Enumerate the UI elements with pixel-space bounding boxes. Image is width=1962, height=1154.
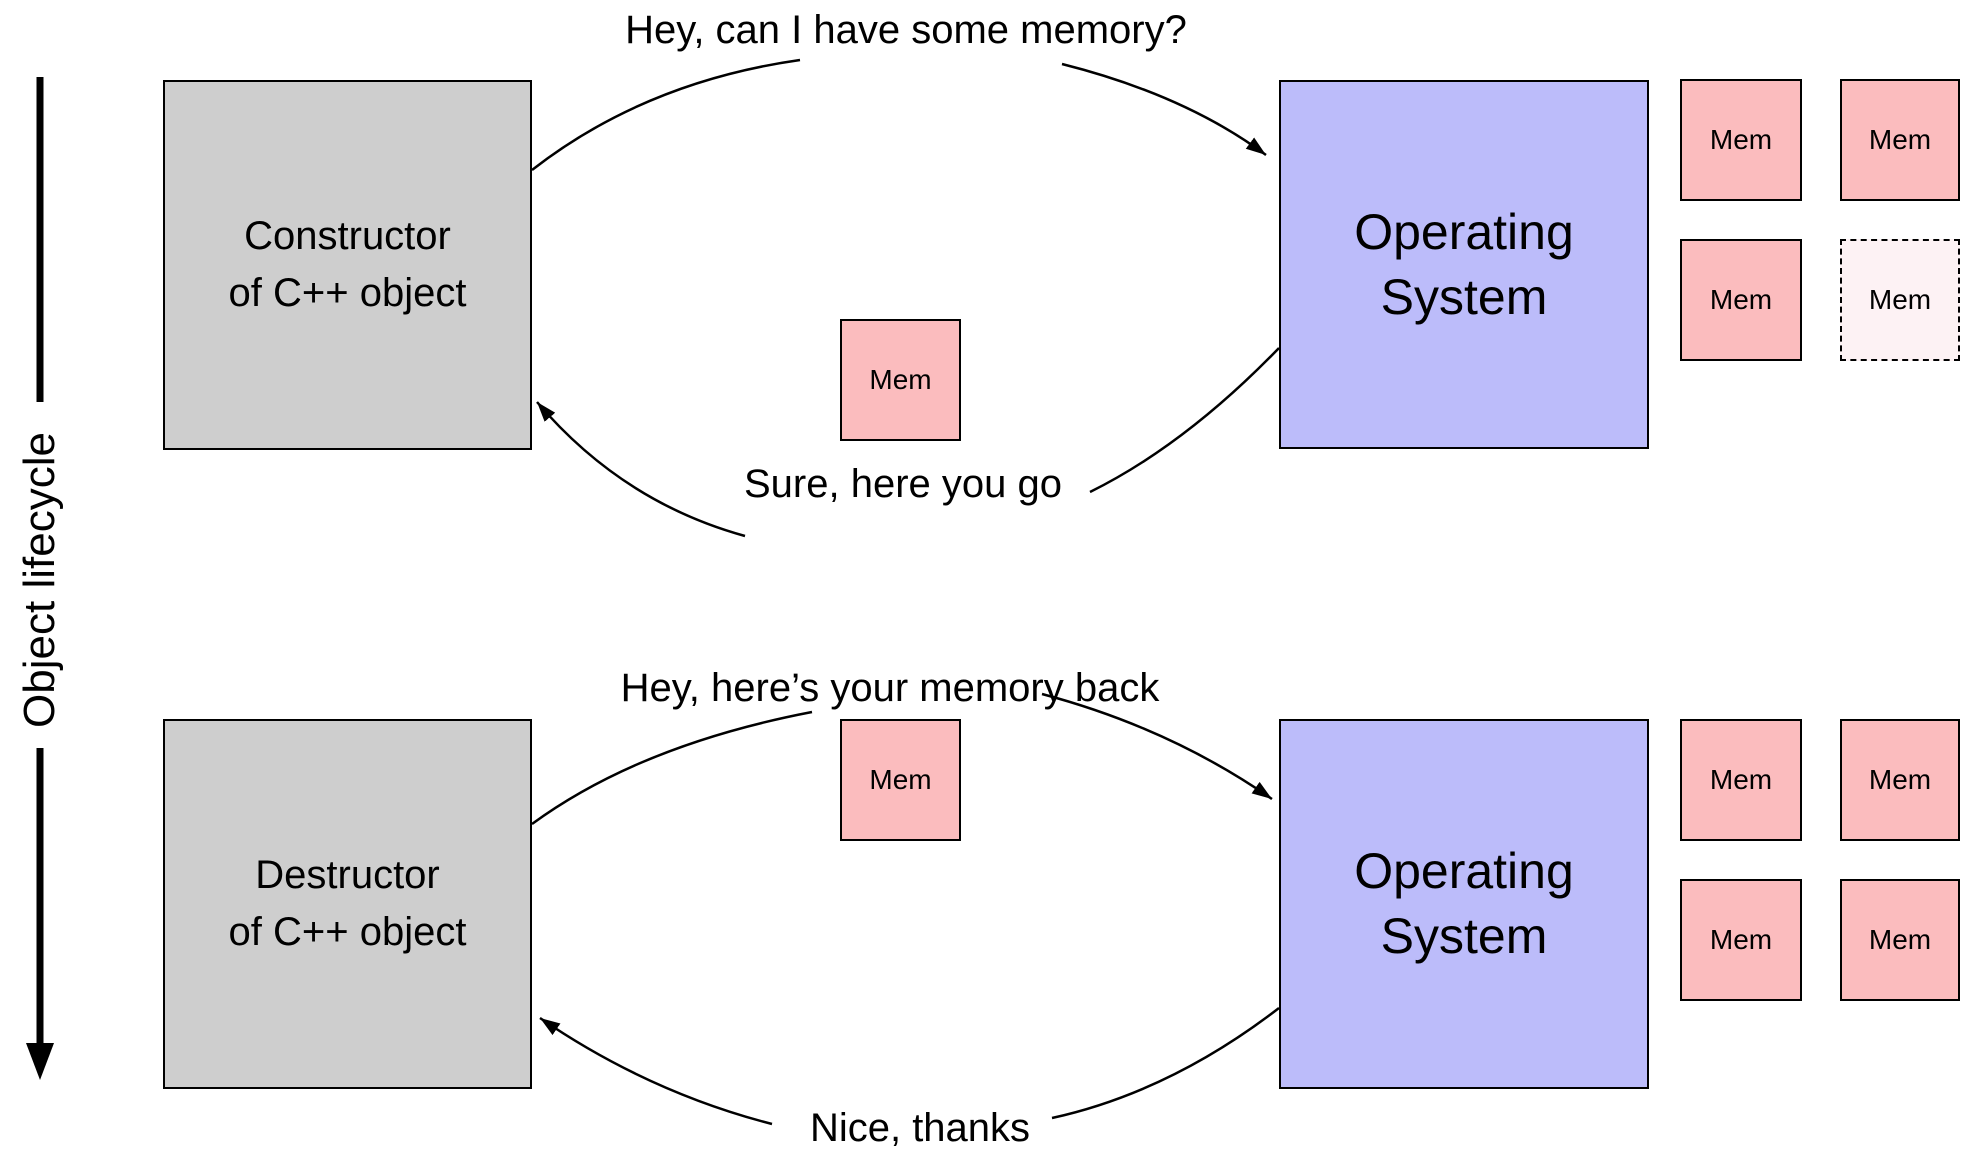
mem-label: Mem bbox=[1868, 284, 1932, 315]
constructor-label-line2: of C++ object bbox=[228, 271, 467, 315]
request-arrow-bottom-left-segment bbox=[531, 710, 813, 826]
response-arrow-top-right-segment bbox=[1089, 347, 1280, 494]
mem-pool-top-box-4-free: Mem bbox=[1840, 239, 1960, 361]
constructor-label-line1: Constructor bbox=[244, 214, 451, 259]
mem-pool-bottom-box-4: Mem bbox=[1840, 879, 1960, 1001]
mem-label: Mem bbox=[869, 764, 932, 795]
mem-label: Mem bbox=[1868, 124, 1932, 155]
destructor-label-line1: Destructor bbox=[255, 853, 440, 898]
mem-pool-top-box-3: Mem bbox=[1680, 239, 1802, 361]
destructor-label-line2: of C++ object bbox=[228, 910, 467, 954]
mem-label: Mem bbox=[1709, 284, 1773, 315]
os-box-bottom: Operating System bbox=[1279, 719, 1649, 1089]
os-bottom-label-line2: System bbox=[1380, 908, 1548, 964]
mem-pool-bottom-box-1: Mem bbox=[1680, 719, 1802, 841]
request-arrow-top-left-segment bbox=[531, 58, 801, 171]
response-arrow-bottom-left-segment bbox=[539, 1016, 773, 1126]
lifecycle-axis-label: Object lifecycle bbox=[15, 432, 64, 728]
mem-transfer-top-box: Mem bbox=[840, 319, 961, 441]
mem-pool-bottom-box-3: Mem bbox=[1680, 879, 1802, 1001]
destructor-box: Destructor of C++ object bbox=[163, 719, 532, 1089]
request-arrow-top-right-segment bbox=[1061, 62, 1267, 157]
response-arrow-bottom-right-segment bbox=[1051, 1007, 1280, 1120]
os-top-label-line2: System bbox=[1380, 268, 1548, 325]
mem-label: Mem bbox=[1709, 764, 1773, 795]
response-arrow-top-left-segment bbox=[536, 401, 746, 538]
mem-pool-top-box-2: Mem bbox=[1840, 79, 1960, 201]
mem-pool-top-box-1: Mem bbox=[1680, 79, 1802, 201]
response-label-top: Sure, here you go bbox=[744, 462, 1062, 506]
mem-pool-bottom-box-2: Mem bbox=[1840, 719, 1960, 841]
mem-transfer-bottom-box: Mem bbox=[840, 719, 961, 841]
response-label-bottom: Nice, thanks bbox=[809, 1106, 1031, 1150]
os-bottom-label-line1: Operating bbox=[1354, 843, 1574, 899]
mem-label: Mem bbox=[1868, 764, 1932, 795]
os-box-top: Operating System bbox=[1279, 80, 1649, 449]
mem-label: Mem bbox=[1709, 924, 1773, 955]
lifecycle-axis-arrowhead-icon bbox=[26, 1043, 54, 1080]
mem-label: Mem bbox=[1709, 124, 1773, 155]
request-label-bottom: Hey, here’s your memory back bbox=[620, 666, 1160, 710]
mem-label: Mem bbox=[869, 364, 932, 395]
mem-label: Mem bbox=[1868, 924, 1932, 955]
os-top-label-line1: Operating bbox=[1354, 203, 1574, 260]
constructor-box: Constructor of C++ object bbox=[163, 80, 532, 450]
request-label-top: Hey, can I have some memory? bbox=[625, 8, 1187, 52]
